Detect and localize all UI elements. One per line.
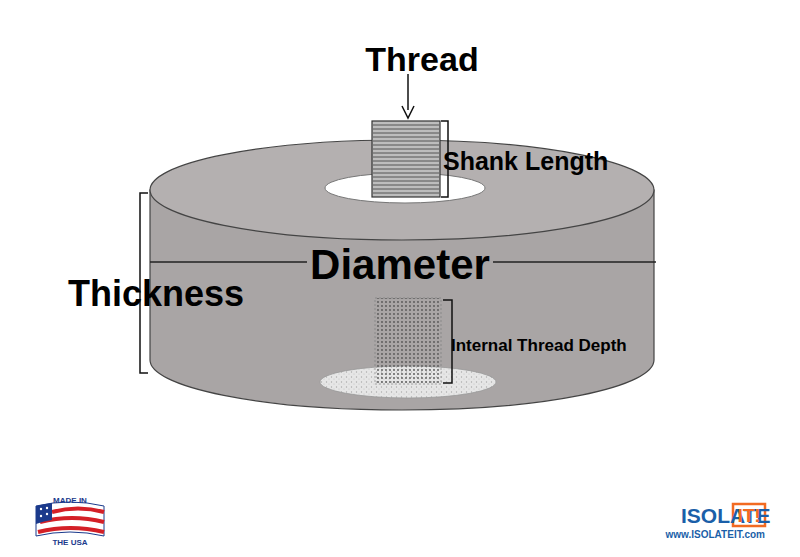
- dimension-label: Internal Thread Depth: [451, 337, 627, 354]
- logo-text: MADE IN: [53, 497, 87, 505]
- thread-line: [373, 145, 439, 146]
- thread-line: [373, 193, 439, 194]
- thread-line: [373, 181, 439, 182]
- thread-line: [373, 177, 439, 178]
- threaded-stud: [372, 121, 440, 197]
- thread-line: [373, 149, 439, 150]
- thread-arrowhead: [402, 106, 414, 118]
- logo-box: [733, 504, 765, 526]
- logo-text: IT!: [737, 506, 760, 525]
- internal-thread: [375, 298, 441, 384]
- thread-line: [373, 137, 439, 138]
- dimension-label: Thickness: [68, 276, 244, 312]
- thread-line: [373, 125, 439, 126]
- depth-bracket: [443, 300, 452, 383]
- thread-line: [373, 189, 439, 190]
- thread-line: [373, 141, 439, 142]
- thread-line: [373, 153, 439, 154]
- thread-line: [373, 169, 439, 170]
- thread-line: [373, 133, 439, 134]
- dimension-label: Shank Length: [443, 149, 608, 174]
- part-label: Thread: [365, 42, 478, 76]
- logo-text: THE USA: [52, 539, 87, 547]
- thread-line: [373, 173, 439, 174]
- dimension-label: Diameter: [307, 244, 493, 286]
- thread-line: [373, 129, 439, 130]
- thread-line: [373, 165, 439, 166]
- thread-line: [373, 157, 439, 158]
- thread-arrow: [407, 74, 409, 110]
- thread-line: [373, 161, 439, 162]
- url-text: www.ISOLATEIT.com: [666, 530, 765, 540]
- usa-flag: [36, 502, 104, 536]
- rubber-cylinder: [150, 140, 654, 410]
- thread-line: [373, 185, 439, 186]
